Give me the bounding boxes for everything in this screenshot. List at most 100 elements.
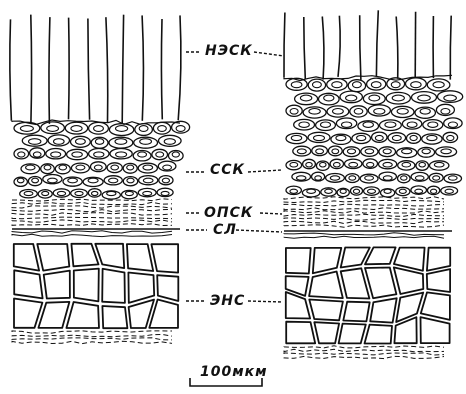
squamous-cell [396, 187, 410, 195]
cell-nucleus [316, 149, 324, 154]
cell-nucleus [415, 189, 423, 193]
cell-nucleus [33, 152, 41, 157]
squamous-cell [89, 122, 109, 134]
cell-nucleus [143, 191, 152, 195]
cell-nucleus [368, 189, 376, 193]
endothelial-cell [421, 317, 450, 343]
cell-nucleus [411, 82, 421, 88]
cell-nucleus [342, 122, 352, 127]
columnar-cell-wall [360, 15, 361, 80]
cell-nucleus [391, 82, 400, 88]
cell-nucleus [290, 162, 298, 167]
columnar-base [284, 75, 452, 80]
cell-nucleus [158, 126, 167, 132]
flat-cell-line [284, 214, 444, 216]
cell-nucleus [383, 162, 392, 167]
flat-cell-line [12, 334, 172, 336]
cell-nucleus [42, 191, 49, 195]
cell-nucleus [433, 82, 444, 88]
cell-nucleus [297, 149, 306, 154]
cell-nucleus [48, 178, 58, 183]
squamous-cell [293, 146, 311, 156]
endothelial-cell [396, 293, 423, 322]
cell-nucleus [354, 109, 363, 115]
cell-nucleus [291, 135, 301, 140]
cell-nucleus [333, 109, 344, 115]
flat-cell-line [284, 349, 444, 351]
cell-nucleus [330, 176, 339, 180]
cell-nucleus [349, 176, 356, 180]
flat-cell-line [12, 202, 172, 204]
cell-nucleus [433, 176, 440, 180]
flat-cell-line [284, 204, 444, 206]
cell-nucleus [92, 191, 98, 195]
squamous-cell [20, 190, 38, 198]
cell-nucleus [57, 191, 65, 195]
cell-nucleus [29, 139, 41, 145]
leader-line [260, 213, 282, 214]
columnar-cell-wall [106, 17, 108, 122]
endothelial-cell [421, 292, 450, 320]
cell-nucleus [353, 82, 362, 88]
cell-nucleus [383, 149, 391, 154]
endothelial-cell [286, 248, 311, 274]
columnar-cell-wall [122, 15, 123, 124]
endothelial-cell [14, 244, 39, 271]
cell-nucleus [143, 178, 153, 183]
leader-line [248, 301, 282, 302]
cell-nucleus [325, 189, 333, 193]
squamous-cell [328, 146, 342, 156]
cell-nucleus [340, 189, 346, 193]
cell-nucleus [107, 191, 116, 195]
columnar-cell-wall [396, 17, 398, 79]
cell-nucleus [44, 165, 51, 170]
endothelial-cell [157, 275, 178, 301]
endothelial-cell [74, 269, 99, 302]
cell-nucleus [349, 162, 358, 167]
cell-nucleus [161, 191, 169, 195]
endothelial-cell [394, 248, 425, 271]
endothelial-cell [286, 322, 315, 344]
flat-cell-line [284, 346, 444, 348]
cell-nucleus [385, 122, 396, 127]
squamous-cell [327, 106, 349, 117]
flat-cell-line [12, 338, 172, 340]
squamous-cell [294, 119, 315, 130]
endothelial-cell [151, 244, 178, 272]
squamous-cell [343, 147, 360, 157]
squamous-cell [388, 133, 406, 143]
cell-nucleus [300, 95, 311, 101]
squamous-cell [159, 176, 173, 185]
cell-nucleus [72, 152, 82, 157]
cell-nucleus [332, 149, 339, 154]
squamous-cell [367, 78, 386, 90]
endothelial-cell [427, 248, 450, 271]
cell-nucleus [320, 162, 326, 167]
columnar-cell-wall [376, 10, 378, 76]
cell-nucleus [88, 178, 98, 183]
cell-nucleus [290, 109, 298, 115]
flat-cell-line [284, 218, 444, 220]
squamous-cell [104, 176, 122, 185]
cell-nucleus [32, 178, 39, 183]
cell-nucleus [353, 189, 359, 193]
squamous-cell [412, 92, 437, 104]
cell-nucleus [441, 109, 450, 115]
flat-cell-line [284, 353, 444, 355]
squamous-cell [65, 122, 87, 134]
endothelial-cell [286, 292, 310, 319]
squamous-cell [352, 133, 371, 143]
cell-nucleus [334, 162, 341, 167]
label-ssk: ССК [210, 163, 245, 177]
cell-nucleus [332, 82, 342, 88]
cell-nucleus [111, 165, 119, 170]
columnar-cell-wall [304, 17, 306, 79]
squamous-cell [407, 133, 421, 143]
cell-nucleus [401, 176, 407, 180]
endothelial-cell [66, 302, 99, 328]
cell-nucleus [402, 162, 411, 167]
cell-nucleus [384, 189, 391, 193]
cell-nucleus [162, 178, 169, 183]
